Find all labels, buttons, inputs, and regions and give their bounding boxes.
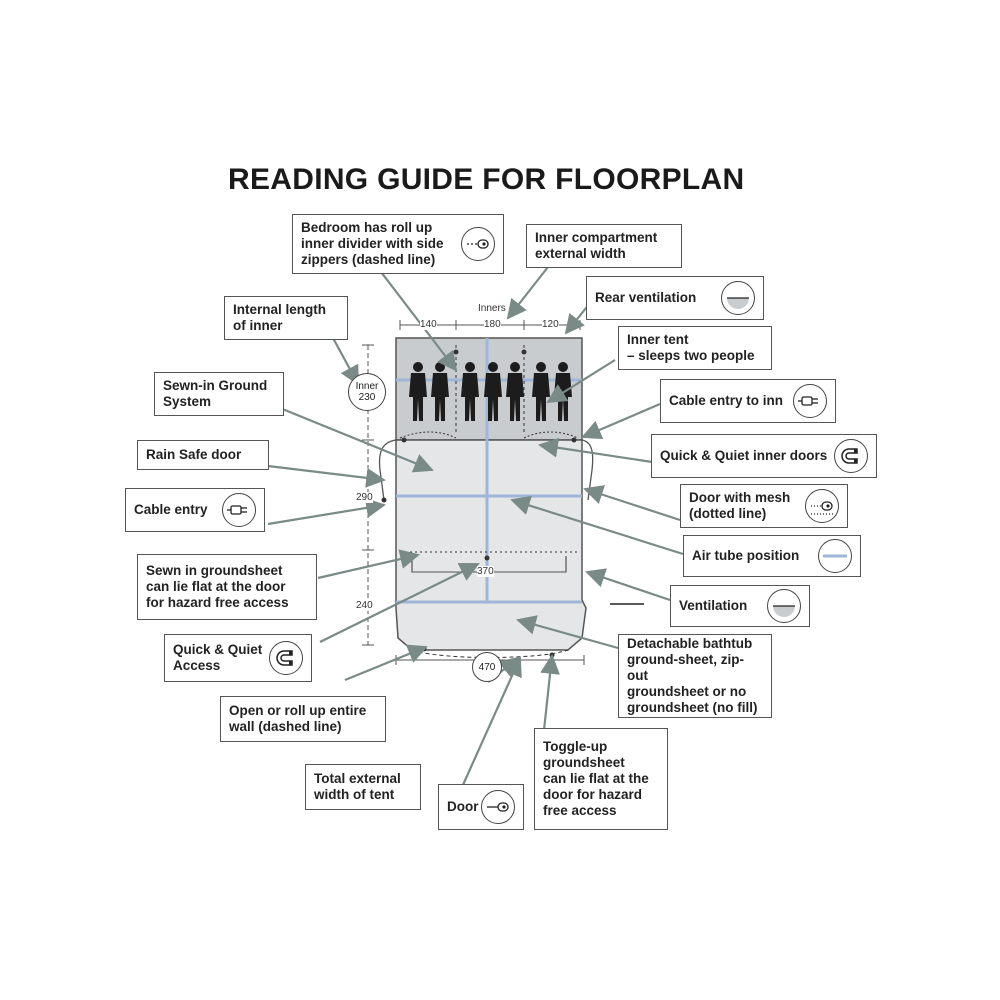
callout-air-tube: Air tube position bbox=[683, 535, 861, 577]
callout-air-tube-text: Air tube position bbox=[692, 548, 800, 563]
callout-ventilation: Ventilation bbox=[670, 585, 810, 627]
callout-open-roll: Open or roll up entire wall (dashed line… bbox=[220, 696, 386, 742]
callout-toggle-up-text: Toggle-up groundsheet can lie flat at th… bbox=[543, 739, 649, 818]
width-370-label: 370 bbox=[477, 566, 494, 577]
page-title: READING GUIDE FOR FLOORPLAN bbox=[228, 163, 745, 196]
ventilation-icon bbox=[721, 281, 755, 315]
leader-lines bbox=[267, 266, 684, 797]
callout-open-roll-text: Open or roll up entire wall (dashed line… bbox=[229, 703, 367, 734]
magnet-icon bbox=[269, 641, 303, 675]
zipper-icon bbox=[461, 227, 495, 261]
callout-sewn-ground-text: Sewn-in Ground System bbox=[163, 378, 268, 409]
callout-ventilation-text: Ventilation bbox=[679, 598, 748, 613]
callout-quick-quiet-inner-text: Quick & Quiet inner doors bbox=[660, 448, 828, 463]
total-width-badge: 470 bbox=[472, 652, 502, 682]
plug-icon bbox=[222, 493, 256, 527]
inners-label: Inners bbox=[478, 303, 506, 314]
callout-rear-ventilation: Rear ventilation bbox=[586, 276, 764, 320]
tent-floorplan bbox=[378, 337, 644, 658]
callout-bedroom-text: Bedroom has roll up inner divider with s… bbox=[301, 220, 444, 267]
zipper-mesh-icon bbox=[805, 489, 839, 523]
plug-icon bbox=[793, 384, 827, 418]
callout-internal-length-text: Internal length of inner bbox=[233, 302, 327, 333]
callout-inner-compartment-text: Inner compartment external width bbox=[535, 230, 658, 261]
depth-240-label: 240 bbox=[356, 600, 373, 611]
callout-quick-quiet-access-text: Quick & Quiet Access bbox=[173, 642, 263, 673]
ventilation-icon bbox=[767, 589, 801, 623]
magnet-icon bbox=[834, 439, 868, 473]
depth-290-label: 290 bbox=[356, 492, 373, 503]
callout-detachable: Detachable bathtub ground-sheet, zip-out… bbox=[618, 634, 772, 718]
callout-door-mesh: Door with mesh (dotted line) bbox=[680, 484, 848, 528]
callout-sewn-ground: Sewn-in Ground System bbox=[154, 372, 284, 416]
callout-cable-entry-inner-text: Cable entry to inn bbox=[669, 393, 784, 408]
zipper-icon bbox=[481, 790, 515, 824]
callout-inner-compartment: Inner compartment external width bbox=[526, 224, 682, 268]
callout-rear-ventilation-text: Rear ventilation bbox=[595, 290, 697, 305]
callout-cable-entry-text: Cable entry bbox=[134, 502, 208, 517]
rain-safe-door-outline-right bbox=[581, 439, 594, 501]
callout-rain-safe-text: Rain Safe door bbox=[146, 447, 242, 462]
callout-sewn-groundsheet-text: Sewn in groundsheet can lie flat at the … bbox=[146, 563, 289, 610]
callout-door: Door bbox=[438, 784, 524, 830]
width-140-label: 140 bbox=[420, 319, 437, 330]
callout-quick-quiet-access: Quick & Quiet Access bbox=[164, 634, 312, 682]
callout-door-mesh-text: Door with mesh (dotted line) bbox=[689, 490, 791, 521]
callout-total-width: Total external width of tent bbox=[305, 764, 421, 810]
living-area bbox=[395, 439, 587, 651]
callout-internal-length: Internal length of inner bbox=[224, 296, 348, 340]
callout-cable-entry-inner: Cable entry to inn bbox=[660, 379, 836, 423]
callout-rain-safe: Rain Safe door bbox=[137, 440, 269, 470]
callout-inner-tent: Inner tent – sleeps two people bbox=[618, 326, 772, 370]
callout-total-width-text: Total external width of tent bbox=[314, 771, 401, 802]
callout-detachable-text: Detachable bathtub ground-sheet, zip-out… bbox=[627, 636, 758, 715]
width-180-label: 180 bbox=[484, 319, 501, 330]
callout-inner-tent-text: Inner tent – sleeps two people bbox=[627, 332, 755, 363]
callout-cable-entry: Cable entry bbox=[125, 488, 265, 532]
callout-bedroom: Bedroom has roll up inner divider with s… bbox=[292, 214, 504, 274]
inner-length-badge: Inner 230 bbox=[348, 373, 386, 411]
air-tube-icon bbox=[818, 539, 852, 573]
callout-quick-quiet-inner: Quick & Quiet inner doors bbox=[651, 434, 877, 478]
callout-door-text: Door bbox=[447, 799, 479, 814]
width-120-label: 120 bbox=[542, 319, 559, 330]
callout-toggle-up: Toggle-up groundsheet can lie flat at th… bbox=[534, 728, 668, 830]
callout-sewn-groundsheet: Sewn in groundsheet can lie flat at the … bbox=[137, 554, 317, 620]
